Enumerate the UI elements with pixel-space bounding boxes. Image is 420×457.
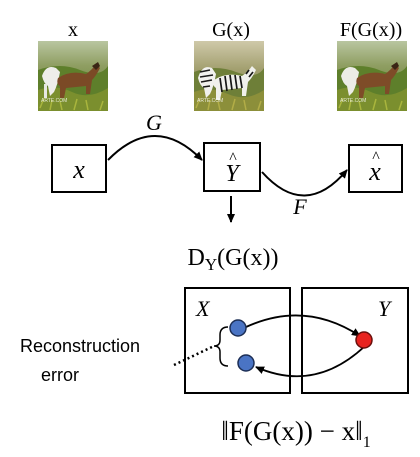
node-x: x bbox=[51, 144, 107, 193]
node-y-hat: ^ Y bbox=[203, 142, 261, 192]
node-y-hat-label: Y bbox=[225, 161, 241, 187]
cycle-arrow-forward bbox=[245, 314, 361, 337]
arrow-g bbox=[107, 135, 203, 161]
domain-x-label: X bbox=[195, 296, 211, 321]
node-x-hat-label: x bbox=[368, 157, 381, 186]
watermark-image-gx: ARTE.COM bbox=[197, 98, 223, 104]
domain-box-y bbox=[301, 287, 409, 394]
point-x-original bbox=[229, 319, 247, 337]
discriminator-d: D bbox=[188, 245, 205, 271]
loss-expression: ‖F(G(x)) − x‖1 bbox=[221, 416, 370, 451]
reconstruction-pointer bbox=[173, 345, 213, 367]
image-label-gx: G(x) bbox=[212, 19, 250, 41]
reconstruction-brace bbox=[213, 326, 229, 367]
discriminator-arg: (G(x)) bbox=[217, 245, 278, 271]
image-x-horse: ARTE.COM bbox=[38, 41, 108, 111]
arrow-f-label: F bbox=[292, 194, 307, 219]
annotation-line1: Reconstruction bbox=[20, 336, 140, 356]
domain-box-x bbox=[184, 287, 291, 394]
image-gx-zebras: ARTE.COM bbox=[194, 41, 264, 111]
arrow-g-label: G bbox=[146, 110, 162, 135]
node-x-hat: ^ x bbox=[348, 144, 403, 193]
domain-y-label: Y bbox=[378, 296, 393, 321]
cycle-arrow-backward bbox=[255, 345, 366, 378]
image-fgx-horse: ARTE.COM bbox=[337, 41, 407, 111]
watermark-image-fgx: ARTE.COM bbox=[340, 98, 366, 104]
loss-right-bars: ‖ bbox=[355, 416, 363, 446]
node-y-hat-accent: ^ bbox=[229, 150, 237, 167]
arrow-f bbox=[261, 169, 348, 197]
point-x-reconstructed bbox=[237, 354, 255, 372]
node-x-hat-accent: ^ bbox=[372, 149, 380, 166]
loss-left-bars: ‖ bbox=[221, 416, 229, 446]
discriminator-expression: DY(G(x)) bbox=[188, 245, 279, 274]
discriminator-sub: Y bbox=[205, 255, 217, 274]
point-y-translated bbox=[355, 331, 373, 349]
node-x-label: x bbox=[72, 155, 85, 184]
annotation-line2: error bbox=[41, 365, 79, 385]
image-label-fgx: F(G(x)) bbox=[340, 19, 402, 41]
image-label-x: x bbox=[68, 19, 78, 41]
loss-subscript: 1 bbox=[363, 434, 371, 451]
loss-body: F(G(x)) − x bbox=[229, 416, 356, 446]
watermark-image-x: ARTE.COM bbox=[41, 98, 67, 104]
